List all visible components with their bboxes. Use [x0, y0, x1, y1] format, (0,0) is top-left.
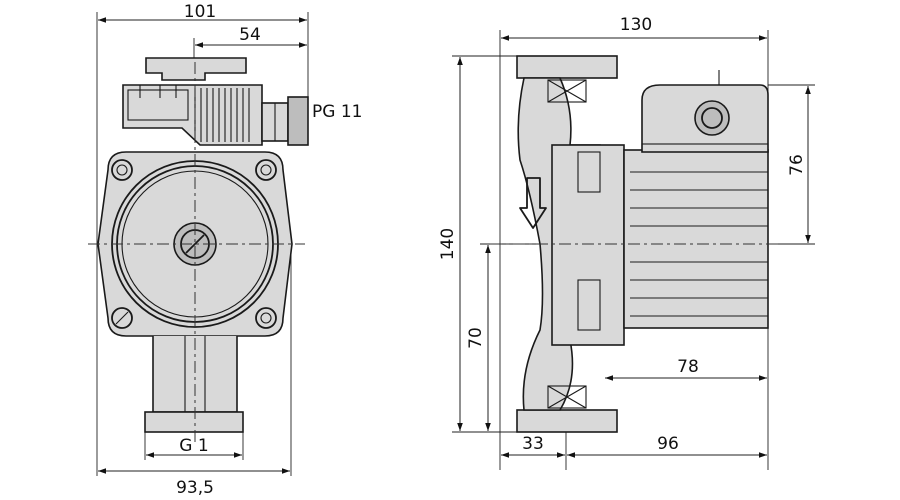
dimension-label: 96: [657, 434, 679, 454]
dimension-motor-length: 78: [605, 357, 767, 381]
dimension-label: 76: [787, 154, 807, 176]
dimension-label: 140: [438, 228, 458, 260]
dimension-thread: G 1: [146, 436, 242, 458]
cable-gland-label: PG 11: [312, 102, 362, 122]
dimension-terminal-offset: 54: [195, 25, 307, 48]
dimension-flange-offset: 33: [501, 434, 565, 458]
flow-direction-arrow-icon: [519, 177, 547, 229]
cable-gland: PG 11: [261, 96, 362, 146]
dimension-overall-width: 101: [98, 2, 307, 23]
screw-icon: [111, 159, 277, 329]
dimension-label: 54: [239, 25, 261, 45]
dimension-label: 70: [466, 327, 486, 349]
dimension-label: 130: [620, 15, 652, 35]
dimension-label: 78: [677, 357, 699, 377]
thread-label: G 1: [179, 436, 208, 456]
side-view: 130 140 70 76: [438, 15, 815, 470]
dimension-label: 33: [522, 434, 544, 454]
dimension-base-width: 93,5: [98, 468, 290, 498]
dimension-total-length: 130: [501, 15, 767, 41]
dimension-label: 101: [184, 2, 216, 22]
dimension-axis-height: 70: [466, 245, 491, 431]
dimension-motor-depth: 96: [567, 434, 767, 458]
front-view: 101 54: [88, 2, 362, 498]
dimension-motor-head: 76: [787, 86, 811, 243]
terminal-box: [122, 57, 263, 146]
dimension-label: 93,5: [176, 478, 214, 498]
dimension-total-height: 140: [438, 57, 463, 431]
